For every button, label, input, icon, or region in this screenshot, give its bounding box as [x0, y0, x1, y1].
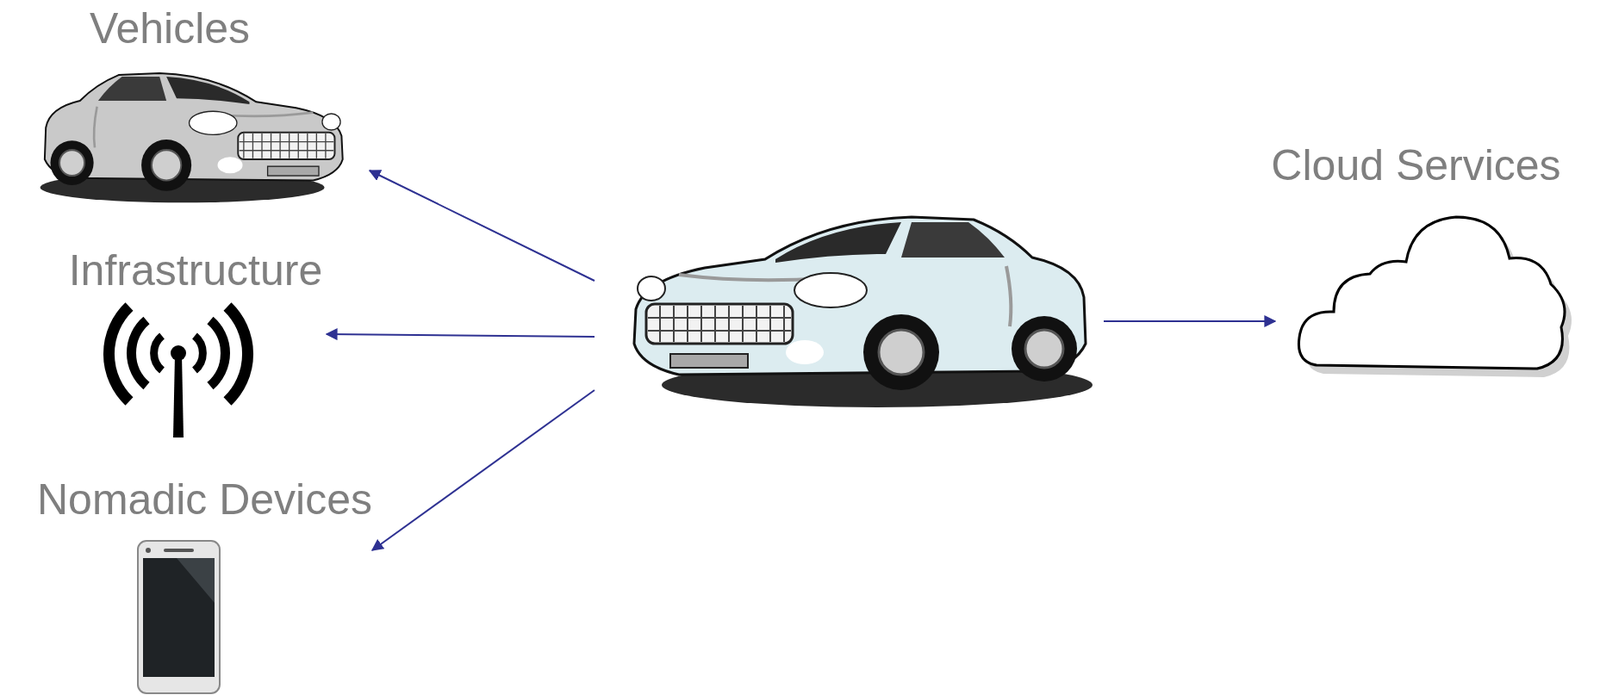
- node-label: Infrastructure: [31, 246, 360, 295]
- phone-screen: [143, 558, 215, 678]
- vehicles-group: Vehicles: [23, 4, 317, 212]
- signal-arc: [154, 336, 162, 371]
- cloud-symbol: [1298, 217, 1572, 378]
- signal-arc: [194, 336, 203, 371]
- car-figure: [40, 73, 343, 203]
- phone-frame: [137, 541, 220, 694]
- phone-symbol: [137, 541, 220, 694]
- antenna-mast: [173, 354, 184, 438]
- link-arrow: [1103, 320, 1276, 323]
- infrastructure-group: Infrastructure: [31, 246, 360, 441]
- cloud-group: Cloud Services: [1232, 141, 1600, 392]
- signal-arc: [108, 306, 130, 402]
- link-arrow: [372, 390, 595, 551]
- phone-glare: [176, 558, 215, 604]
- phone-camera: [145, 547, 151, 554]
- phone-speaker: [163, 548, 194, 553]
- link-arrow: [369, 170, 595, 281]
- node-label: Nomadic Devices: [0, 475, 410, 524]
- main-car: [634, 217, 1093, 408]
- antenna-symbol: [108, 306, 248, 438]
- vehicle-car: [40, 73, 343, 203]
- cloud-outline: [1298, 217, 1565, 369]
- node-label: Vehicles: [23, 4, 317, 53]
- signal-arc: [227, 306, 249, 402]
- node-label: Cloud Services: [1232, 141, 1600, 190]
- link-arrow: [326, 334, 595, 337]
- devices-group: Nomadic Devices: [0, 475, 410, 695]
- car-figure: [634, 217, 1093, 408]
- signal-arc: [130, 320, 147, 386]
- signal-arc: [210, 320, 226, 386]
- link-arrows: [326, 170, 1276, 551]
